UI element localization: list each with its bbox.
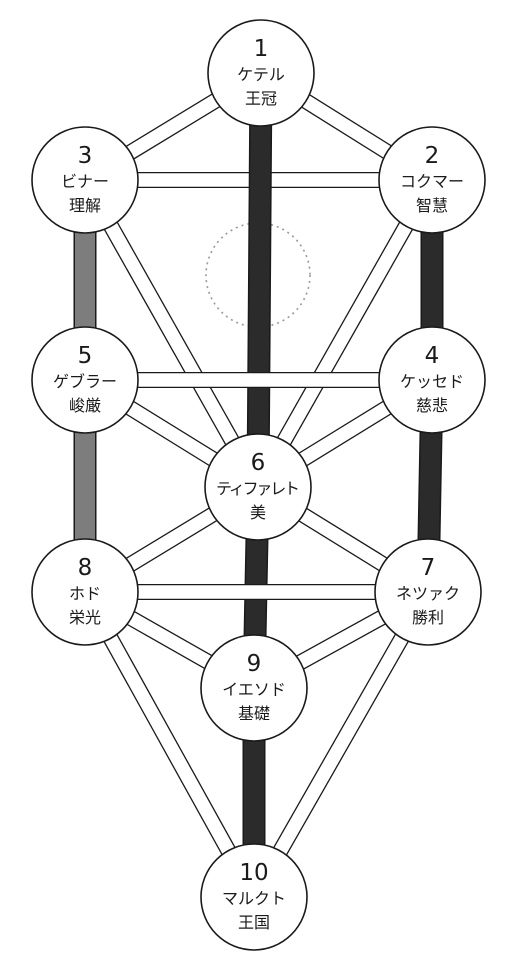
sephira-name: コクマー <box>400 172 464 191</box>
path-3-6 <box>78 176 265 491</box>
sephira-name: ケッセド <box>400 372 464 391</box>
sephira-circle <box>207 19 315 127</box>
sephira-kanji: 慈悲 <box>416 396 448 415</box>
sephira-name: イエソド <box>222 680 286 699</box>
sephira-kanji: 王冠 <box>245 89 277 108</box>
sephira-kanji: 基礎 <box>238 704 270 723</box>
sephira-circle <box>31 538 139 646</box>
sephira-kanji: 理解 <box>69 196 101 215</box>
sephira-circle <box>200 843 308 951</box>
sephira-circle <box>31 326 139 434</box>
sephira-name: ホド <box>69 584 101 603</box>
path-1-6 <box>246 72 273 488</box>
sephira-name: ケテル <box>237 65 285 84</box>
sephira-number: 10 <box>239 860 268 886</box>
sephira-kanji: 美 <box>250 503 266 522</box>
sephira-name: ゲブラー <box>53 372 117 391</box>
path-8-10 <box>78 588 261 901</box>
sephira-number: 2 <box>425 143 440 169</box>
sephira-number: 1 <box>254 36 269 62</box>
sephira-kanji: 王国 <box>238 913 270 932</box>
sephira-circle <box>200 634 308 742</box>
sephira-circle <box>378 326 486 434</box>
sephira-circle <box>204 433 312 541</box>
sephira-kanji: 智慧 <box>416 196 448 215</box>
path-7-10 <box>247 588 435 901</box>
daath-dotted-circle <box>205 222 311 328</box>
sephira-circle <box>31 126 139 234</box>
sephira-name: ビナー <box>61 172 109 191</box>
sephira-name: ネツァク <box>396 584 460 603</box>
sephira-number: 9 <box>247 651 262 677</box>
sephira-kanji: 勝利 <box>412 608 444 627</box>
path-2-6 <box>251 176 439 491</box>
sephira-circle <box>374 538 482 646</box>
sephira-name: マルクト <box>222 889 286 908</box>
sephira-kanji: 峻厳 <box>69 396 101 415</box>
sephira-kanji: 栄光 <box>69 608 101 627</box>
sephira-number: 4 <box>425 343 440 369</box>
sephira-number: 8 <box>78 555 93 581</box>
sephira-number: 5 <box>78 343 93 369</box>
sephira-number: 6 <box>251 450 266 476</box>
sephira-circle <box>378 126 486 234</box>
sephira-number: 3 <box>78 143 93 169</box>
sephira-name: ティファレト <box>216 479 300 498</box>
sephira-number: 7 <box>421 555 436 581</box>
